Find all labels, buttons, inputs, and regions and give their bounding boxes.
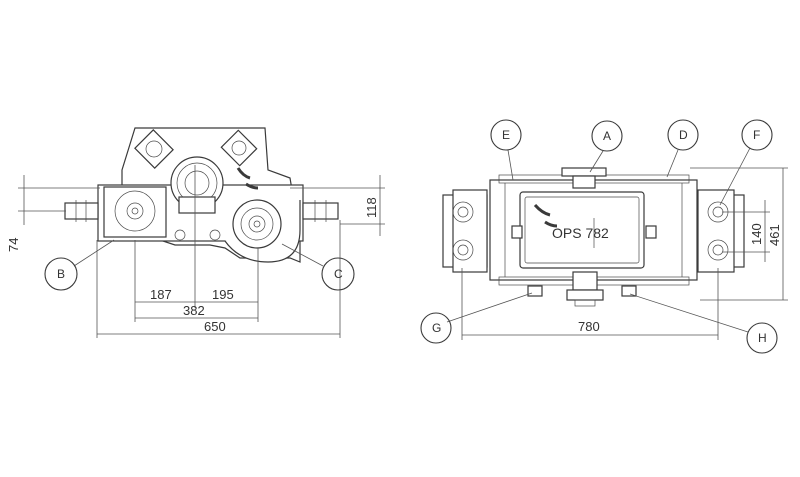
- dim-74: 74: [6, 238, 21, 252]
- dim-118: 118: [364, 197, 379, 218]
- left-view: 187 195 382 650 74 118 B C: [6, 127, 385, 338]
- rotation-arrow-right: [533, 203, 551, 217]
- right-view: OPS 782 780 140 461 E A D: [420, 119, 788, 354]
- callout-h-label: H: [758, 331, 767, 345]
- callout-a-label: A: [603, 129, 611, 143]
- callout-c: [321, 257, 355, 291]
- dim-780: 780: [578, 319, 600, 334]
- dim-195: 195: [212, 287, 234, 302]
- dim-650: 650: [204, 319, 226, 334]
- right-dimensions: 780 140 461: [461, 167, 788, 340]
- callout-d: [667, 119, 699, 151]
- dim-140: 140: [749, 223, 764, 245]
- left-shaft-left: [64, 202, 99, 220]
- left-upper-gear: [170, 156, 224, 214]
- left-dimensions: 187 195 382 650 74 118: [6, 165, 385, 338]
- model-label: OPS 782: [552, 225, 609, 241]
- left-shaft-right: [302, 202, 339, 220]
- callout-g-label: G: [432, 321, 441, 335]
- left-top-flange-1: [134, 129, 174, 169]
- left-flange-c: [232, 199, 282, 249]
- left-top-flange-2: [220, 129, 258, 167]
- dim-187: 187: [150, 287, 172, 302]
- callout-f: [741, 119, 773, 151]
- callout-d-label: D: [679, 128, 688, 142]
- callout-c-label: C: [334, 267, 343, 281]
- callout-e: [490, 119, 522, 151]
- dim-382: 382: [183, 303, 205, 318]
- callout-g: [420, 312, 452, 344]
- callout-b: [44, 257, 78, 291]
- callout-a: [591, 120, 623, 152]
- dim-461: 461: [767, 224, 782, 246]
- rotation-arrow-left: [236, 167, 251, 180]
- callout-b-label: B: [57, 267, 65, 281]
- callout-f-label: F: [753, 128, 760, 142]
- callout-e-label: E: [502, 128, 510, 142]
- callout-h: [746, 322, 778, 354]
- left-flange-b: [103, 186, 167, 238]
